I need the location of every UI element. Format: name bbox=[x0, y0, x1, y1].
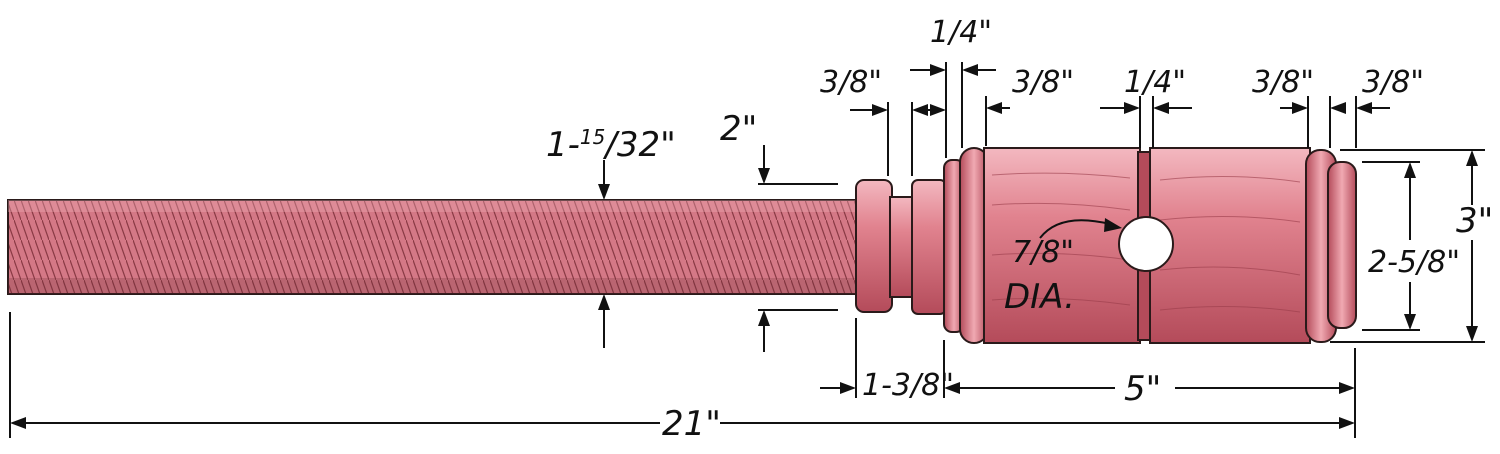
end-bead-left-label: 3/8" bbox=[1252, 65, 1314, 100]
body-inner-diameter-label: 2-5/8" bbox=[1368, 245, 1460, 280]
thread-diameter-sup: 15 bbox=[580, 125, 605, 149]
main-body bbox=[959, 147, 1357, 344]
collar-gap-label: 1/4" bbox=[930, 15, 992, 50]
hub-collar bbox=[855, 159, 965, 333]
collar-length-label: 3/8" bbox=[820, 65, 882, 100]
thread-diameter-whole: 1- bbox=[546, 125, 580, 165]
center-groove-label: 1/4" bbox=[1124, 65, 1186, 100]
overall-length-label: 21" bbox=[662, 404, 721, 444]
body-diameter-label: 3" bbox=[1456, 201, 1493, 241]
collar-diameter-label: 2" bbox=[720, 109, 757, 149]
dimension-labels: 21" 1-15/32" 2" 3/8" 1/4" 3/8" 1/4" 3/8"… bbox=[546, 15, 1493, 444]
through-hole bbox=[1118, 216, 1174, 272]
threaded-rod bbox=[7, 199, 859, 295]
thread-diameter-rest: /32" bbox=[602, 125, 675, 165]
dimension-lines bbox=[9, 62, 1485, 438]
hole-dia-label: DIA. bbox=[1004, 277, 1075, 317]
hole-size-label: 7/8" bbox=[1012, 235, 1074, 270]
end-bead-right-label: 3/8" bbox=[1362, 65, 1424, 100]
hub-section-label: 1-3/8" bbox=[862, 368, 954, 403]
thread-diameter-label: 1-15/32" bbox=[546, 125, 676, 165]
flange-length-label: 3/8" bbox=[1012, 65, 1074, 100]
body-length-label: 5" bbox=[1124, 369, 1161, 409]
